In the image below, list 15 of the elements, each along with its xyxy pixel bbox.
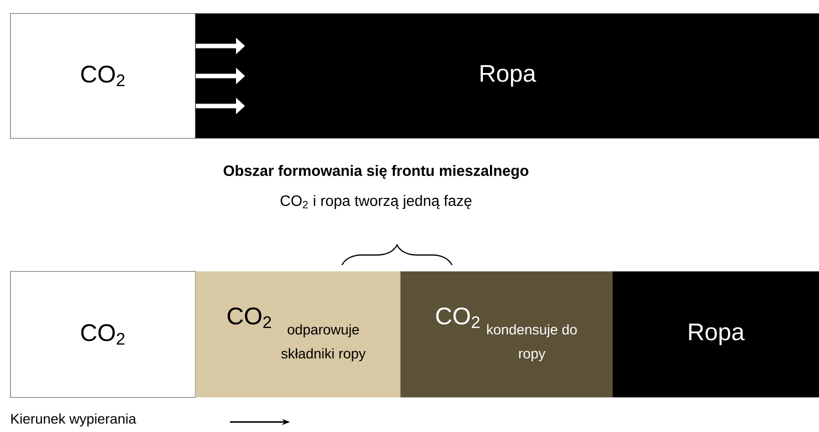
vaporizing-zone (195, 271, 400, 398)
condensing-zone (400, 271, 612, 398)
zone-label: CO$_{2}$ (81, 324, 124, 345)
heading: Obszar formowania się frontu mieszalnego (224, 164, 528, 180)
oil-zone (612, 271, 819, 398)
direction-label: Kierunek wypierania (11, 413, 136, 427)
oil-zone (195, 13, 819, 138)
zone-label: CO$_{2}$ odparowuje składniki ropy (228, 308, 366, 362)
zone-label: Ropa (689, 324, 745, 346)
zone-label: Ropa (480, 65, 536, 87)
zone-label: CO$_{2}$ (81, 66, 124, 86)
gas-zone (10, 13, 196, 139)
subheading: CO$_{2}$ i ropa tworzą jedną fazę (280, 195, 472, 209)
gas-zone (10, 271, 196, 398)
zone-label: CO$_{2}$ kondensuje do ropy (436, 308, 577, 362)
